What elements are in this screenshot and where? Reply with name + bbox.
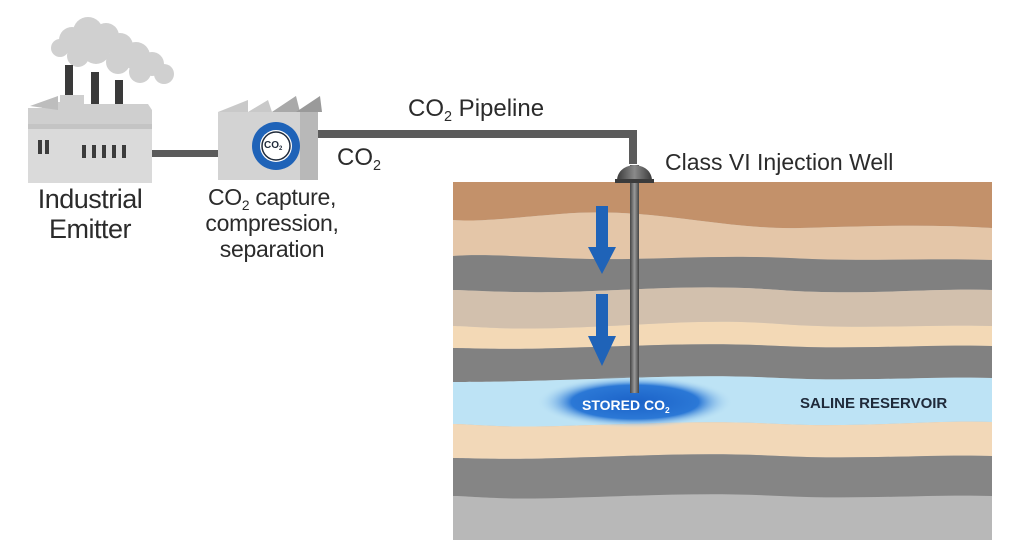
pipeline-vertical (629, 130, 637, 164)
industrial-emitter-label: Industrial Emitter (37, 184, 143, 244)
industrial-emitter-icon (28, 17, 174, 183)
smoke-cloud-icon (51, 17, 174, 84)
injection-arrows (588, 206, 616, 366)
saline-reservoir-label: SALINE RESERVOIR (800, 395, 948, 412)
shale-layer-1 (453, 255, 992, 293)
capture-facility-icon (218, 96, 322, 180)
capture-process-label: CO2 capture, compression, separation (205, 184, 339, 262)
pipeline-label: CO2 Pipeline (408, 95, 545, 126)
injection-well-label: Class VI Injection Well (665, 149, 894, 175)
injection-well (615, 165, 654, 393)
well-pipe (630, 165, 639, 393)
emitter-connector-pipe (152, 150, 224, 157)
geologic-cross-section (453, 182, 992, 540)
sand-layer-1 (453, 212, 992, 260)
well-head-icon (617, 165, 652, 181)
shale-layer-3 (453, 454, 992, 499)
sand-layer-2 (453, 321, 992, 349)
stored-co2-label: STORED CO2 (582, 397, 670, 415)
silt-layer (453, 287, 992, 329)
pipeline-horizontal (318, 130, 636, 138)
topsoil-layer (453, 182, 992, 229)
co2-badge-label: CO2 (264, 140, 283, 153)
well-head-base (615, 179, 654, 183)
down-arrow-icon (588, 294, 616, 366)
sand-layer-3 (453, 421, 992, 459)
down-arrow-icon (588, 206, 616, 274)
co2-pipeline (152, 130, 637, 164)
stored-co2-plume (537, 376, 733, 428)
shale-layer-2 (453, 344, 992, 382)
co2-flow-label: CO2 (337, 144, 382, 175)
